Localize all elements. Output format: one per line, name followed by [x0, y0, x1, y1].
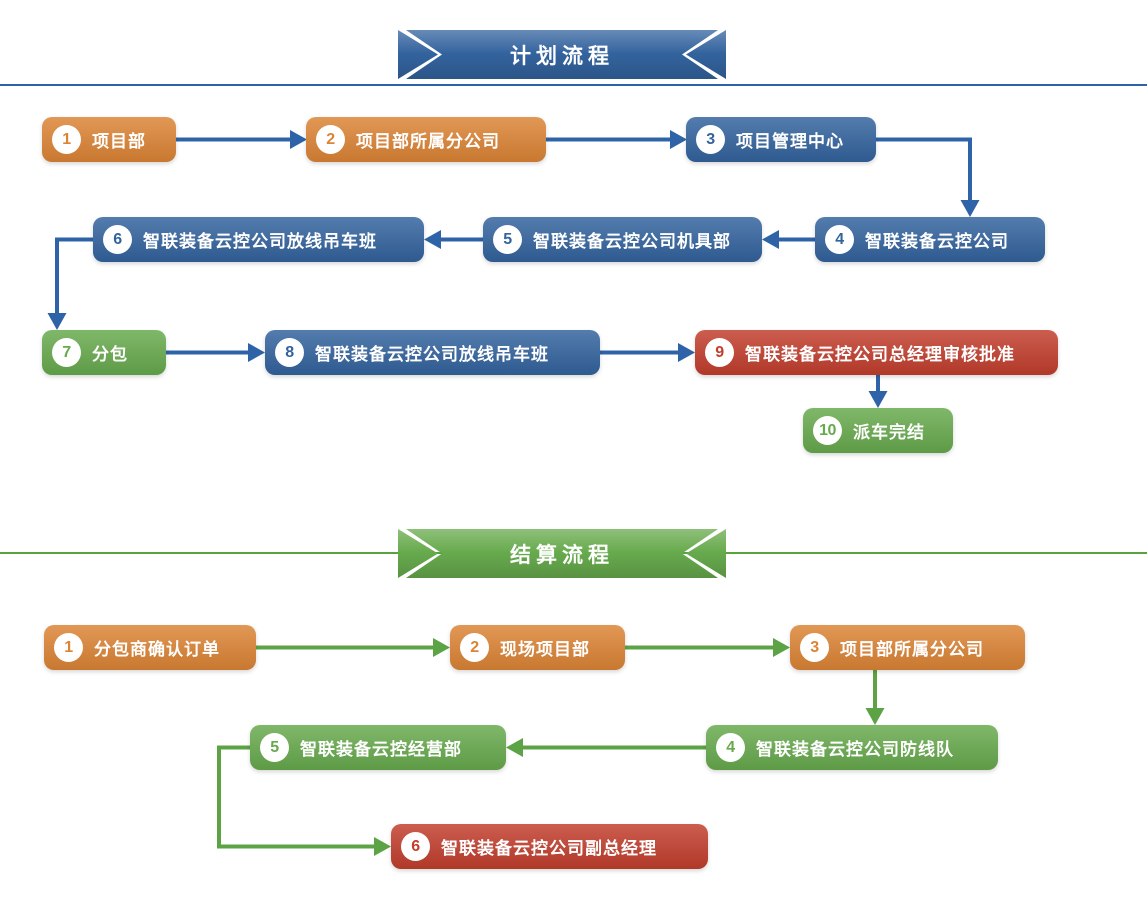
arrowhead-icon [506, 738, 523, 757]
arrowhead-icon [865, 708, 885, 725]
arrowhead-icon [678, 343, 695, 362]
node-label: 派车完结 [853, 423, 925, 442]
arrowhead-icon [433, 638, 450, 657]
planning-node-6: 6 智联装备云控公司放线吊车班 [93, 217, 424, 262]
arrowhead-icon [290, 130, 307, 149]
planning-node-9: 9 智联装备云控公司总经理审核批准 [695, 330, 1058, 375]
arrowhead-icon [670, 130, 687, 149]
node-label: 智联装备云控公司 [865, 232, 1009, 251]
settlement-node-2: 2 现场项目部 [450, 625, 625, 670]
step-number-badge: 5 [260, 733, 289, 762]
step-number-badge: 7 [52, 338, 81, 367]
planning-node-7: 7 分包 [42, 330, 166, 375]
settlement-node-1: 1 分包商确认订单 [44, 625, 256, 670]
arrowhead-icon [47, 313, 67, 330]
step-number-badge: 5 [493, 225, 522, 254]
step-number-badge: 9 [705, 338, 734, 367]
step-number-badge: 8 [275, 338, 304, 367]
planning-node-5: 5 智联装备云控公司机具部 [483, 217, 762, 262]
node-label: 项目部 [92, 132, 146, 151]
settlement-node-4: 4 智联装备云控公司防线队 [706, 725, 998, 770]
node-label: 现场项目部 [500, 640, 590, 659]
node-label: 项目管理中心 [736, 132, 844, 151]
node-label: 智联装备云控公司机具部 [533, 232, 731, 251]
node-label: 智联装备云控公司副总经理 [441, 839, 657, 858]
arrowhead-icon [424, 230, 441, 249]
planning-banner-title: 计划流程 [510, 44, 614, 68]
step-number-badge: 6 [401, 832, 430, 861]
planning-banner-ribbon: 计划流程 [398, 30, 726, 79]
step-number-badge: 4 [716, 733, 745, 762]
node-label: 智联装备云控经营部 [300, 740, 462, 759]
planning-node-4: 4 智联装备云控公司 [815, 217, 1045, 262]
step-number-badge: 3 [696, 125, 725, 154]
planning-node-10: 10 派车完结 [803, 408, 953, 453]
planning-node-1: 1 项目部 [42, 117, 176, 162]
step-number-badge: 1 [54, 633, 83, 662]
connector-p3-p4 [876, 137, 972, 200]
settlement-node-5: 5 智联装备云控经营部 [250, 725, 506, 770]
step-number-badge: 10 [813, 416, 842, 445]
settlement-banner-ribbon: 结算流程 [398, 529, 726, 578]
connector-p6-p7 [55, 237, 93, 313]
settlement-banner-body: 结算流程 [406, 529, 718, 578]
node-label: 智联装备云控公司防线队 [756, 740, 954, 759]
planning-divider-line [0, 84, 1147, 86]
step-number-badge: 1 [52, 125, 81, 154]
node-label: 分包商确认订单 [94, 640, 220, 659]
arrowhead-icon [762, 230, 779, 249]
arrowhead-icon [960, 200, 980, 217]
step-number-badge: 2 [460, 633, 489, 662]
node-label: 智联装备云控公司总经理审核批准 [745, 345, 1015, 364]
planning-node-3: 3 项目管理中心 [686, 117, 876, 162]
step-number-badge: 6 [103, 225, 132, 254]
node-label: 智联装备云控公司放线吊车班 [315, 345, 549, 364]
node-label: 分包 [92, 345, 128, 364]
arrowhead-icon [868, 391, 888, 408]
step-number-badge: 3 [800, 633, 829, 662]
planning-node-2: 2 项目部所属分公司 [306, 117, 546, 162]
step-number-badge: 2 [316, 125, 345, 154]
arrowhead-icon [248, 343, 265, 362]
node-label: 智联装备云控公司放线吊车班 [143, 232, 377, 251]
planning-node-8: 8 智联装备云控公司放线吊车班 [265, 330, 600, 375]
settlement-node-3: 3 项目部所属分公司 [790, 625, 1025, 670]
settlement-node-6: 6 智联装备云控公司副总经理 [391, 824, 708, 869]
arrowhead-icon [374, 837, 391, 856]
settlement-banner-title: 结算流程 [510, 543, 614, 567]
step-number-badge: 4 [825, 225, 854, 254]
planning-banner-body: 计划流程 [406, 30, 718, 79]
node-label: 项目部所属分公司 [356, 132, 500, 151]
arrowhead-icon [773, 638, 790, 657]
node-label: 项目部所属分公司 [840, 640, 984, 659]
